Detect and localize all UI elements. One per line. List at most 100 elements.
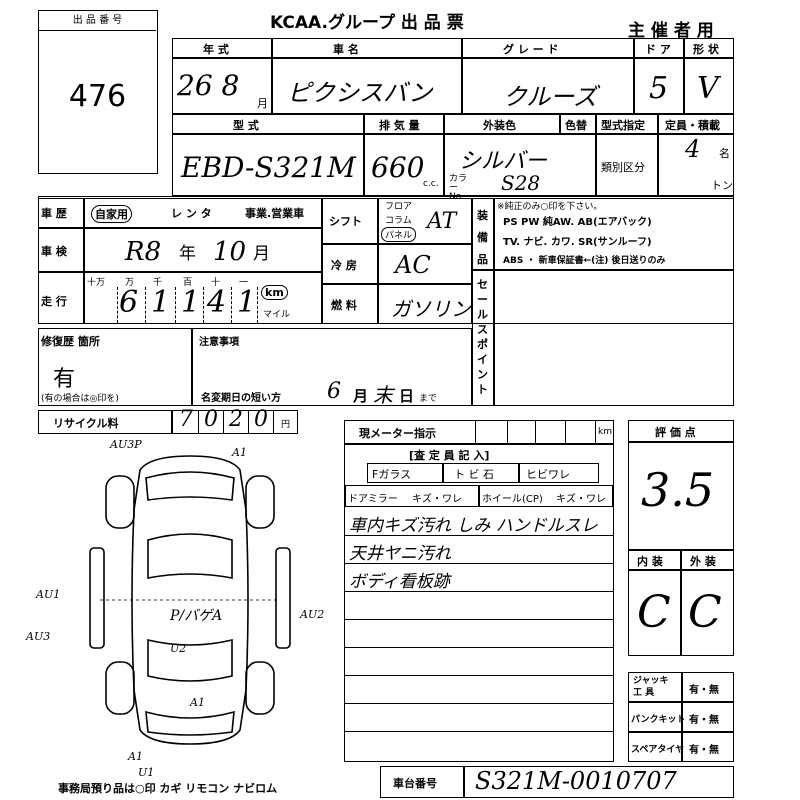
year-value-cell: 26 8 月 xyxy=(172,58,272,114)
equipment-line2[interactable]: TV. ナビ. カワ. SR(サンルーフ) xyxy=(503,237,652,248)
ac-value-cell: AC xyxy=(378,244,472,284)
color2-header: 色替 xyxy=(560,114,596,134)
notes-cell: 注意事項 名変期日の短い方 6 月 末 日 まで xyxy=(192,328,472,407)
mileage-digit: 6 xyxy=(119,285,139,320)
score-value: 3.5 xyxy=(641,463,715,517)
history-business[interactable]: 事業.営業車 xyxy=(245,207,305,220)
shape-value: V xyxy=(697,71,719,106)
shape-header: 形 状 xyxy=(684,38,734,58)
door-value: 5 xyxy=(649,71,669,106)
equipment-line3[interactable]: ABS ・ 新車保証書←(注) 後日送りのみ xyxy=(503,256,666,266)
fuel-value-cell: ガソリン xyxy=(378,284,472,324)
cc-value-cell: 660 c.c. xyxy=(364,134,444,196)
history-options-cell: 自家用 レ ン タ 事業.営業車 xyxy=(84,198,322,228)
shift-value: AT xyxy=(427,209,457,234)
color-header: 外装色 xyxy=(444,114,560,134)
mileage-km[interactable]: km xyxy=(261,285,288,300)
score-value-cell: 3.5 xyxy=(628,442,734,550)
jack-choice-cell[interactable]: 有・無 xyxy=(682,672,734,702)
meter-cell: 現メーター指示 km xyxy=(344,420,614,444)
mileage-digit: 1 xyxy=(181,285,201,320)
lot-label-cell: 出 品 番 号 xyxy=(39,11,156,31)
diagram-mark: A1 xyxy=(127,750,143,763)
recycle-digit: 0 xyxy=(254,407,268,432)
equipment-label-cell: 装備品 xyxy=(472,198,494,270)
hibi-ware-label[interactable]: ヒビワレ xyxy=(526,468,570,481)
mileage-mile[interactable]: マイル xyxy=(263,310,291,320)
mileage-digit: 1 xyxy=(151,285,171,320)
recycle-digit: 2 xyxy=(229,407,243,432)
spare-choice-cell[interactable]: 有・無 xyxy=(682,732,734,762)
history-rental[interactable]: レ ン タ xyxy=(171,207,212,220)
class-cell: 類別区分 xyxy=(596,134,658,196)
diagram-mark: AU3P xyxy=(109,438,142,451)
puncture-label-cell: パンクキット xyxy=(628,702,685,732)
cc-header: 排 気 量 xyxy=(364,114,444,134)
sale-point-label-cell: セールスポイント xyxy=(472,270,494,406)
ac-label-cell: 冷 房 xyxy=(322,244,378,284)
recycle-value-cell: 7 0 2 0 円 xyxy=(172,407,298,434)
shift-label-cell: シフト xyxy=(322,198,378,244)
inspection-value: R8 xyxy=(125,237,162,267)
recycle-digit: 7 xyxy=(179,407,193,432)
diagram-mark: A1 xyxy=(189,696,205,709)
shift-panel[interactable]: パネル xyxy=(381,227,417,242)
model-value: ピクシスバン xyxy=(287,79,433,107)
exterior-label-cell: 外 装 xyxy=(681,550,734,570)
mileage-value-cell: 十万 万 千 百 十 一 6 1 1 4 1 km マイル xyxy=(84,272,322,324)
history-own[interactable]: 自家用 xyxy=(91,205,132,223)
capacity-header: 定員・積載 xyxy=(658,114,734,134)
chassis-value: S321M-0010707 xyxy=(475,767,677,795)
grade-value-cell: クルーズ xyxy=(462,58,634,114)
year-value: 26 8 xyxy=(177,69,240,102)
mileage-label-cell: 走 行 xyxy=(38,272,84,324)
ac-value: AC xyxy=(395,251,431,279)
wheel-label: ホイール(CP) xyxy=(482,494,543,505)
spare-label-cell: スペアタイヤ xyxy=(628,732,684,762)
repair-value: 有 xyxy=(53,367,76,392)
inspection-month: 10 xyxy=(213,237,247,267)
interior-value-cell: C xyxy=(628,570,681,656)
deadline-end: 末 xyxy=(373,383,393,407)
color-value-cell: シルバー カラーNo. S28 xyxy=(444,134,596,202)
year-header: 年 式 xyxy=(172,38,272,58)
door-header: ド ア xyxy=(634,38,684,58)
puncture-choice-cell[interactable]: 有・無 xyxy=(682,702,734,732)
history-label-cell: 車 歴 xyxy=(38,198,84,228)
score-label-cell: 評 価 点 xyxy=(628,420,734,442)
fuel-label-cell: 燃 料 xyxy=(322,284,378,324)
inspector-box: [査 定 員 記 入] Fガラス ト ビ 石 ヒビワレ ドアミラー キズ・ワレ … xyxy=(344,444,614,762)
diagram-center: P/バゲA xyxy=(169,608,222,624)
capacity-value-cell: 4 名 トン xyxy=(658,134,734,196)
diagram-mark: AU2 xyxy=(299,608,324,621)
sale-point-value-cell xyxy=(494,270,734,406)
wheel-state[interactable]: キズ・ワレ xyxy=(556,494,606,505)
chassis-value-cell: S321M-0010707 xyxy=(464,766,734,798)
hibi-ishi-label[interactable]: ト ビ 石 xyxy=(454,468,494,481)
door-value-cell: 5 xyxy=(634,58,684,114)
grade-value: クルーズ xyxy=(503,83,598,111)
mirror-label: ドアミラー xyxy=(348,494,398,505)
mileage-digit: 1 xyxy=(237,285,257,320)
lot-box: 出 品 番 号 476 xyxy=(38,10,158,174)
model-value-cell: ピクシスバン xyxy=(272,58,462,114)
inspection-label-cell: 車 検 xyxy=(38,228,84,272)
inspection-value-cell: R8 年 10 月 xyxy=(84,228,322,272)
color-value: シルバー xyxy=(459,149,548,174)
equipment-line1[interactable]: PS PW 純AW. AB(エアバック) xyxy=(503,217,652,228)
type-spec-header: 型式指定 xyxy=(596,114,658,134)
diagram-mark: A1 xyxy=(231,446,247,459)
model-header: 車 名 xyxy=(272,38,462,58)
exterior-value: C xyxy=(688,587,722,638)
fuel-value: ガソリン xyxy=(391,297,471,321)
shift-floor[interactable]: フロア xyxy=(385,202,413,212)
recycle-digit: 0 xyxy=(204,407,218,432)
mileage-digit: 4 xyxy=(207,285,227,320)
repair-cell: 修復歴 箇所 有 (有の場合は◎印を) xyxy=(38,328,192,406)
mirror-state[interactable]: キズ・ワレ xyxy=(412,494,462,505)
shift-options-cell: フロア コラム パネル AT xyxy=(378,198,472,244)
diagram-mark: U2 xyxy=(170,642,186,655)
shift-column[interactable]: コラム xyxy=(385,216,412,226)
interior-value: C xyxy=(637,587,671,638)
